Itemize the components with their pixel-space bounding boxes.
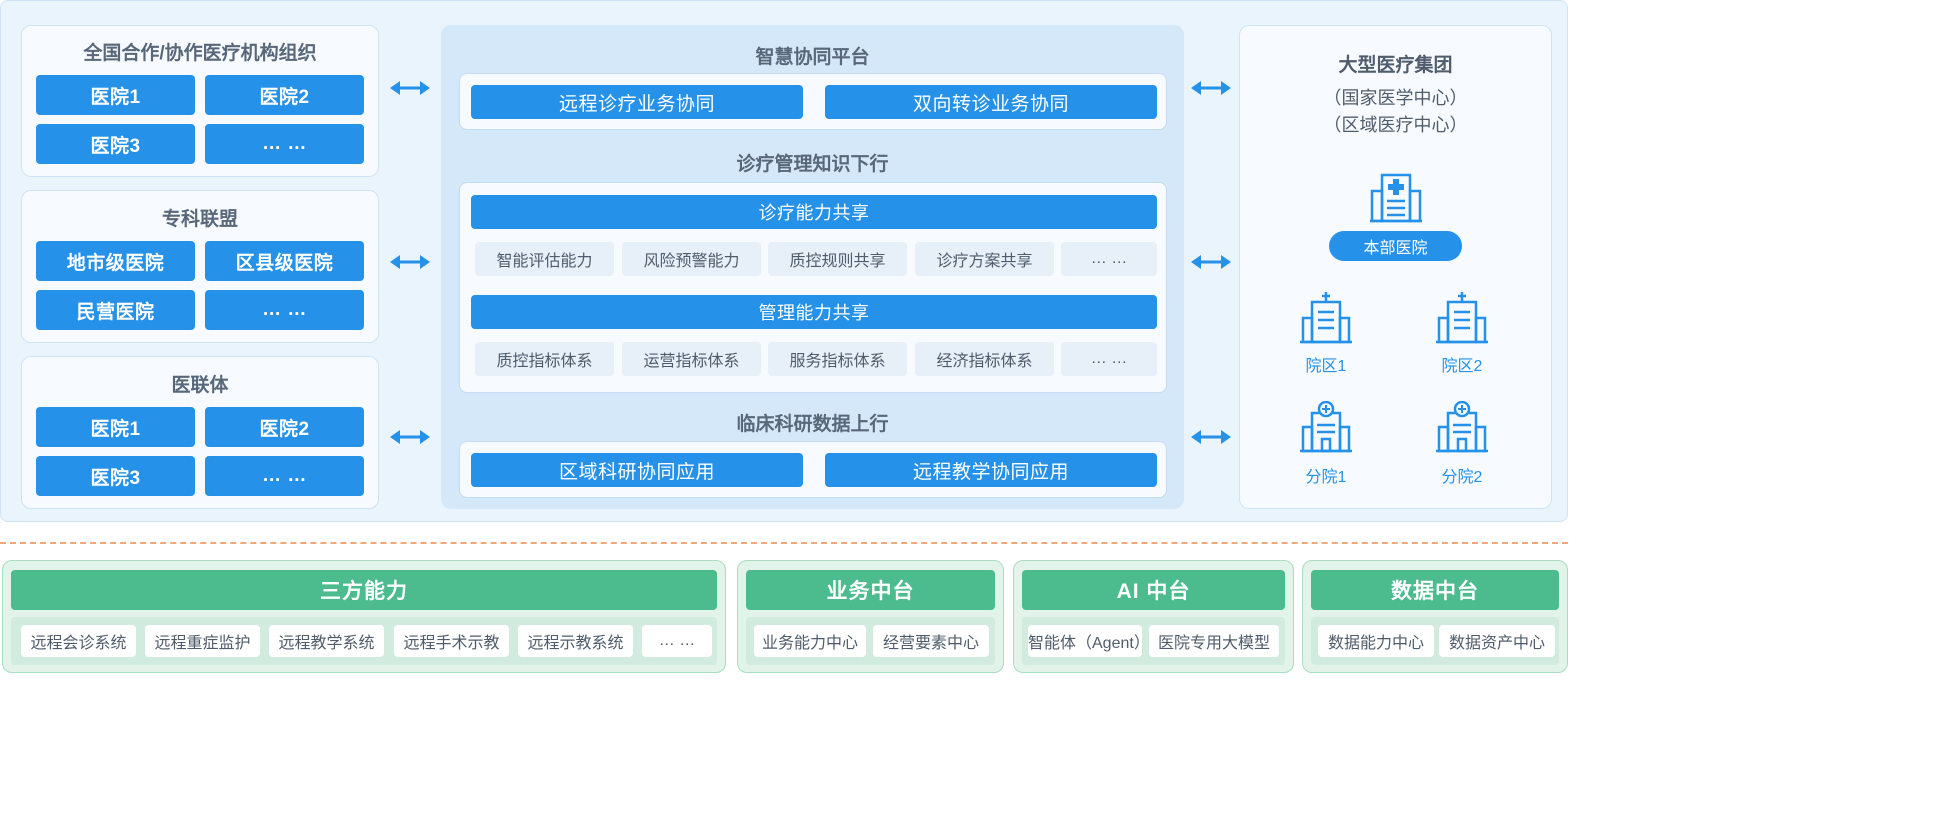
branch-building-icon	[1300, 401, 1352, 453]
regional-center-subtitle: （区域医疗中心）	[1323, 115, 1468, 135]
double-arrow-icon	[1191, 430, 1231, 444]
clinical-chip: 风险预警能力	[622, 242, 761, 276]
business-platform-strip: 业务能力中心 经营要素中心	[746, 617, 995, 665]
data-platform-item: 数据能力中心	[1318, 625, 1434, 657]
national-item-more: … …	[205, 124, 364, 164]
consortium-item-1: 医院1	[36, 407, 195, 447]
specialty-alliance-title: 专科联盟	[161, 209, 238, 230]
remote-teaching-collab: 远程教学协同应用	[825, 453, 1157, 487]
platform-card: 远程诊疗业务协同 双向转诊业务协同	[459, 73, 1167, 130]
medical-consortium-title: 医联体	[171, 375, 229, 396]
business-platform-item: 业务能力中心	[754, 625, 866, 657]
ai-platform-item: 智能体（Agent）	[1028, 625, 1150, 657]
national-cooperation-title: 全国合作/协作医疗机构组织	[83, 43, 317, 64]
management-capability-bar: 管理能力共享	[471, 295, 1157, 329]
business-platform-item: 经营要素中心	[873, 625, 989, 657]
double-arrow-icon	[1191, 81, 1231, 95]
third-party-item: 远程重症监护	[145, 625, 260, 657]
data-platform-item: 数据资产中心	[1439, 625, 1555, 657]
third-party-item-more: … …	[642, 625, 712, 657]
consortium-item-2: 医院2	[205, 407, 364, 447]
third-party-item: 远程手术示教	[394, 625, 509, 657]
campus-building-icon	[1436, 292, 1488, 344]
hospital-building-icon	[1370, 173, 1422, 223]
medical-consortium-box: 医联体 医院1 医院2 医院3 … …	[21, 356, 379, 509]
campus-building-icon	[1300, 292, 1352, 344]
regional-research-collab: 区域科研协同应用	[471, 453, 803, 487]
third-party-item: 远程示教系统	[518, 625, 633, 657]
consortium-item-more: … …	[205, 456, 364, 496]
remote-diagnosis-collab: 远程诊疗业务协同	[471, 85, 803, 119]
consortium-item-3: 医院3	[36, 456, 195, 496]
management-chip: 质控指标体系	[475, 342, 614, 376]
clinical-chip: 智能评估能力	[475, 242, 614, 276]
national-item-3: 医院3	[36, 124, 195, 164]
third-party-header: 三方能力	[11, 570, 717, 610]
ai-platform-header: AI 中台	[1022, 570, 1285, 610]
specialty-alliance-box: 专科联盟 地市级医院 区县级医院 民营医院 … …	[21, 190, 379, 343]
branch-building-icon	[1436, 401, 1488, 453]
double-arrow-icon	[390, 81, 430, 95]
double-arrow-icon	[390, 430, 430, 444]
third-party-item: 远程会诊系统	[21, 625, 136, 657]
medical-group-title: 大型医疗集团	[1338, 55, 1453, 76]
knowledge-card: 诊疗能力共享 智能评估能力 风险预警能力 质控规则共享 诊疗方案共享 … … 管…	[459, 182, 1167, 393]
data-platform-strip: 数据能力中心 数据资产中心	[1311, 617, 1559, 665]
research-card: 区域科研协同应用 远程教学协同应用	[459, 441, 1167, 498]
management-chip: 服务指标体系	[768, 342, 907, 376]
knowledge-down-title: 诊疗管理知识下行	[736, 154, 889, 175]
headquarters-hospital: 本部医院	[1329, 231, 1462, 261]
national-cooperation-box: 全国合作/协作医疗机构组织 医院1 医院2 医院3 … …	[21, 25, 379, 177]
national-item-1: 医院1	[36, 75, 195, 115]
ai-middle-platform-panel: AI 中台 智能体（Agent） 医院专用大模型	[1013, 560, 1294, 673]
collaboration-architecture-region: 全国合作/协作医疗机构组织 医院1 医院2 医院3 … … 专科联盟 地市级医院…	[0, 0, 1568, 522]
double-arrow-icon	[390, 255, 430, 269]
ai-platform-strip: 智能体（Agent） 医院专用大模型	[1022, 617, 1285, 665]
data-platform-header: 数据中台	[1311, 570, 1559, 610]
third-party-strip: 远程会诊系统 远程重症监护 远程教学系统 远程手术示教 远程示教系统 … …	[11, 617, 717, 665]
specialty-item-3: 民营医院	[36, 290, 195, 330]
clinical-chip: 质控规则共享	[768, 242, 907, 276]
clinical-chip: 诊疗方案共享	[915, 242, 1054, 276]
national-item-2: 医院2	[205, 75, 364, 115]
data-middle-platform-panel: 数据中台 数据能力中心 数据资产中心	[1302, 560, 1568, 673]
specialty-item-1: 地市级医院	[36, 241, 195, 281]
branch-1-label: 分院1	[1305, 469, 1347, 486]
business-platform-header: 业务中台	[746, 570, 995, 610]
national-center-subtitle: （国家医学中心）	[1323, 88, 1468, 108]
third-party-item: 远程教学系统	[269, 625, 384, 657]
specialty-item-2: 区县级医院	[205, 241, 364, 281]
platform-title: 智慧协同平台	[755, 47, 870, 68]
management-chip-more: … …	[1061, 342, 1157, 376]
large-medical-group-panel: 大型医疗集团 （国家医学中心） （区域医疗中心） 本部医院 院区1	[1239, 25, 1552, 509]
section-divider	[0, 542, 1568, 544]
branch-2-label: 分院2	[1441, 469, 1483, 486]
research-up-title: 临床科研数据上行	[736, 414, 889, 435]
third-party-capability-panel: 三方能力 远程会诊系统 远程重症监护 远程教学系统 远程手术示教 远程示教系统 …	[2, 560, 726, 673]
double-arrow-icon	[1191, 255, 1231, 269]
ai-platform-item: 医院专用大模型	[1149, 625, 1279, 657]
business-middle-platform-panel: 业务中台 业务能力中心 经营要素中心	[737, 560, 1004, 673]
referral-collab: 双向转诊业务协同	[825, 85, 1157, 119]
clinical-capability-bar: 诊疗能力共享	[471, 195, 1157, 229]
management-chip: 经济指标体系	[915, 342, 1054, 376]
clinical-chip-more: … …	[1061, 242, 1157, 276]
management-chip: 运营指标体系	[622, 342, 761, 376]
specialty-item-more: … …	[205, 290, 364, 330]
smart-collaboration-platform: 智慧协同平台 远程诊疗业务协同 双向转诊业务协同 诊疗管理知识下行 诊疗能力共享…	[441, 25, 1184, 509]
campus-1-label: 院区1	[1305, 358, 1347, 375]
campus-2-label: 院区2	[1441, 358, 1483, 375]
